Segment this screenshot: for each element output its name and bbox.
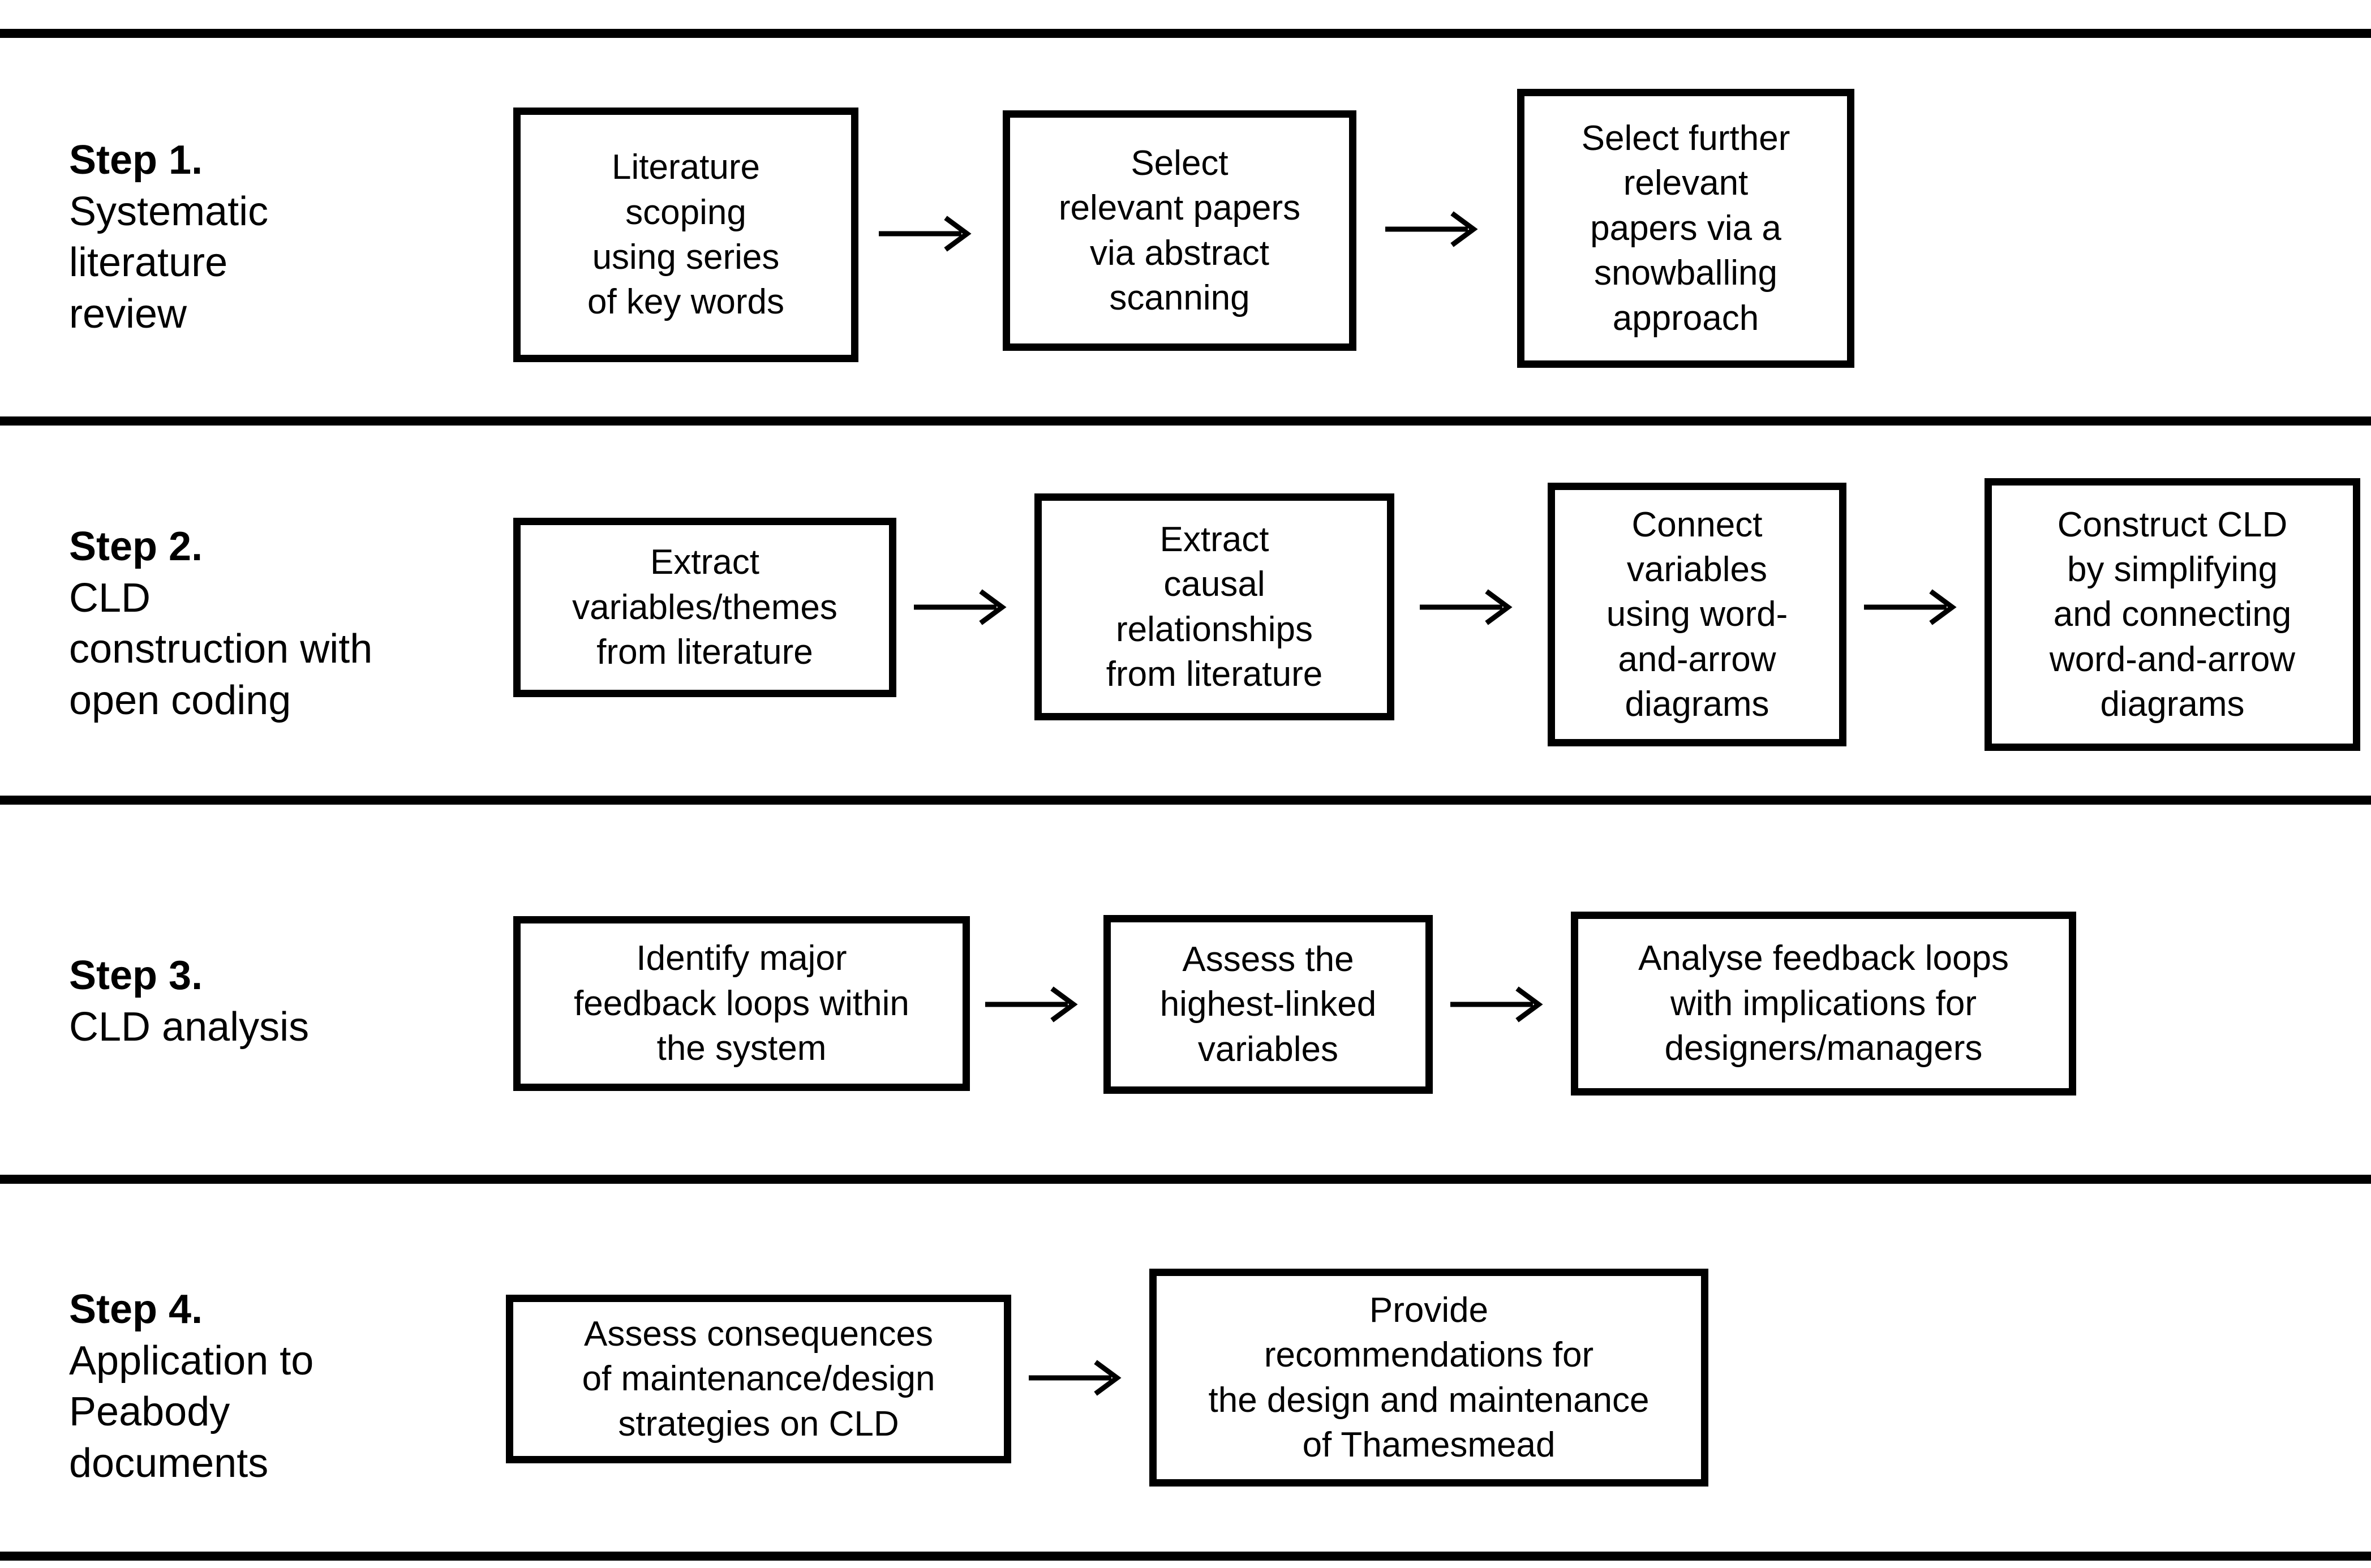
step-description: CLD analysis (69, 1004, 310, 1050)
step-label: Step 2. CLD construction with open codin… (69, 521, 372, 727)
process-box: Select relevant papers via abstract scan… (1003, 110, 1356, 351)
step-description: Application to Peabody documents (69, 1338, 314, 1487)
flow-arrow-icon (1450, 986, 1543, 1023)
flow-arrow-icon (1420, 589, 1513, 625)
step-number: Step 1. (69, 138, 203, 183)
process-box: Identify major feedback loops within the… (513, 916, 970, 1091)
flow-arrow-icon (1029, 1360, 1122, 1396)
process-box: Extract variables/themes from literature (513, 518, 896, 697)
row-divider (0, 29, 2371, 38)
step-label: Step 4. Application to Peabody documents (69, 1284, 313, 1489)
process-box: Provide recommendations for the design a… (1149, 1269, 1708, 1487)
process-box: Literature scoping using series of key w… (513, 108, 858, 362)
row-divider (0, 416, 2371, 426)
process-box: Construct CLD by simplifying and connect… (1985, 478, 2360, 751)
process-box: Assess the highest-linked variables (1103, 915, 1433, 1094)
process-box: Analyse feedback loops with implications… (1571, 912, 2076, 1096)
step-number: Step 4. (69, 1287, 203, 1332)
row-divider (0, 1552, 2371, 1561)
step-number: Step 2. (69, 524, 203, 569)
row-divider (0, 1175, 2371, 1184)
step-description: CLD construction with open coding (69, 575, 373, 724)
process-box: Assess consequences of maintenance/desig… (506, 1295, 1011, 1463)
step-label: Step 1. Systematic literature review (69, 135, 268, 340)
row-divider (0, 796, 2371, 805)
flow-arrow-icon (914, 589, 1007, 625)
step-label: Step 3. CLD analysis (69, 950, 309, 1053)
flow-arrow-icon (1864, 589, 1957, 625)
flow-arrow-icon (879, 216, 972, 252)
step-number: Step 3. (69, 953, 203, 998)
flow-arrow-icon (1385, 211, 1478, 247)
process-box: Select further relevant papers via a sno… (1517, 89, 1854, 368)
step-description: Systematic literature review (69, 188, 269, 337)
process-box: Extract causal relationships from litera… (1034, 493, 1394, 720)
process-box: Connect variables using word- and-arrow … (1548, 483, 1846, 746)
flow-arrow-icon (985, 986, 1078, 1023)
